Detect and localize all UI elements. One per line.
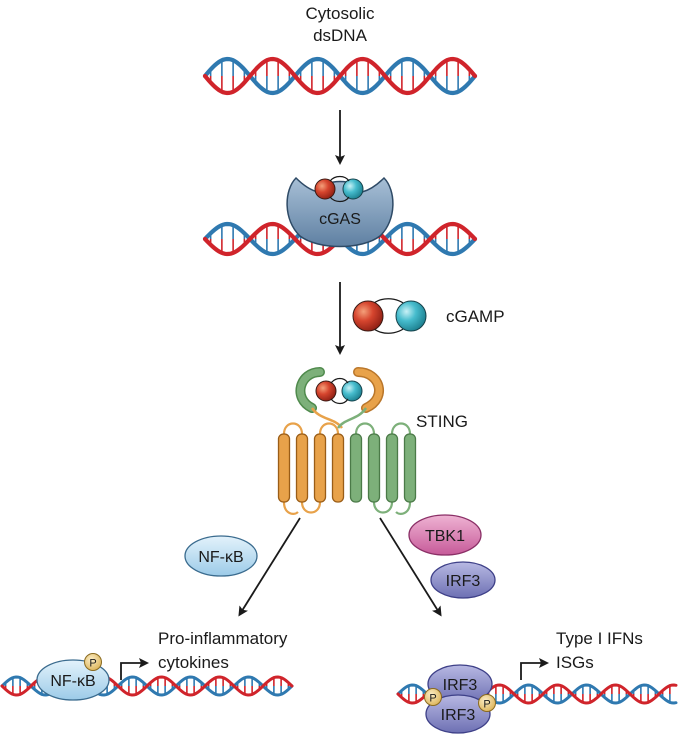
sting-helix (313, 433, 327, 503)
cgas-complex: cGAS (286, 175, 394, 248)
nfkb-protein: NF-κB (184, 535, 258, 577)
label-nfkb: NF-κB (198, 549, 243, 566)
sting-helix (367, 433, 381, 503)
phospho-irf3-left (424, 688, 442, 706)
cgamp-cyan-sphere (395, 300, 427, 332)
label-dsdna: dsDNA (313, 26, 368, 45)
tbk1-protein: TBK1 (408, 514, 482, 556)
cgamp-red-sphere (352, 300, 384, 332)
sting-loop (318, 422, 340, 435)
cgas-cgamp-cyan (342, 178, 364, 200)
sting-tail (282, 501, 299, 515)
label-cytokines: cytokines (158, 653, 229, 672)
cgas-cgamp-red (314, 178, 336, 200)
dsdna-helix-top (202, 56, 478, 96)
sting-loop (354, 422, 376, 435)
phospho-irf3-right (478, 694, 496, 712)
sting-helix (349, 433, 363, 503)
sting-helix (403, 433, 417, 503)
label-isgs: ISGs (556, 653, 594, 672)
label-cgamp: cGAMP (446, 307, 505, 326)
label-irf3-bottom: IRF3 (441, 707, 476, 724)
sting-cgamp-cyan (341, 380, 363, 402)
sting-loop (390, 422, 412, 435)
nfkb-phospho-complex: NF-κB P (36, 653, 110, 701)
sting-loop (282, 422, 304, 435)
label-nfkb-bound: NF-κB (50, 673, 95, 690)
sting-loop (372, 501, 394, 514)
label-phospho-nfkb: P (89, 658, 96, 670)
sting-helix (385, 433, 399, 503)
arrow-sting-to-irf3 (379, 517, 442, 617)
label-irf3-top: IRF3 (443, 677, 478, 694)
label-pro-inflammatory: Pro-inflammatory (158, 629, 288, 648)
phospho-nfkb (84, 653, 102, 671)
label-type-i-ifns: Type I IFNs (556, 629, 643, 648)
irf3-dimer-complex: IRF3 IRF3 P P (424, 664, 496, 734)
irf3-protein: IRF3 (430, 561, 496, 599)
sting-tail (395, 501, 412, 515)
label-cytosolic: Cytosolic (306, 4, 375, 23)
label-sting: STING (416, 412, 468, 431)
label-phospho-irf3-left: P (429, 693, 436, 705)
sting-transmembrane-helices (277, 422, 417, 515)
irf3-bottom-subunit (425, 694, 491, 734)
dna-strand-red (202, 56, 478, 96)
sting-helix (331, 433, 345, 503)
transcription-arrow-right (520, 658, 549, 680)
sting-helix (277, 433, 291, 503)
label-irf3: IRF3 (446, 573, 481, 590)
label-cgas: cGAS (319, 211, 361, 228)
sting-dimer (277, 367, 417, 515)
arrow-sting-to-nfkb (238, 517, 301, 617)
label-phospho-irf3-right: P (483, 699, 490, 711)
sting-loop (300, 501, 322, 514)
transcription-arrow-left (120, 658, 149, 680)
cgamp-molecule (352, 298, 427, 334)
sting-cgamp-red (315, 380, 337, 402)
sting-helix (295, 433, 309, 503)
label-tbk1: TBK1 (425, 528, 465, 545)
